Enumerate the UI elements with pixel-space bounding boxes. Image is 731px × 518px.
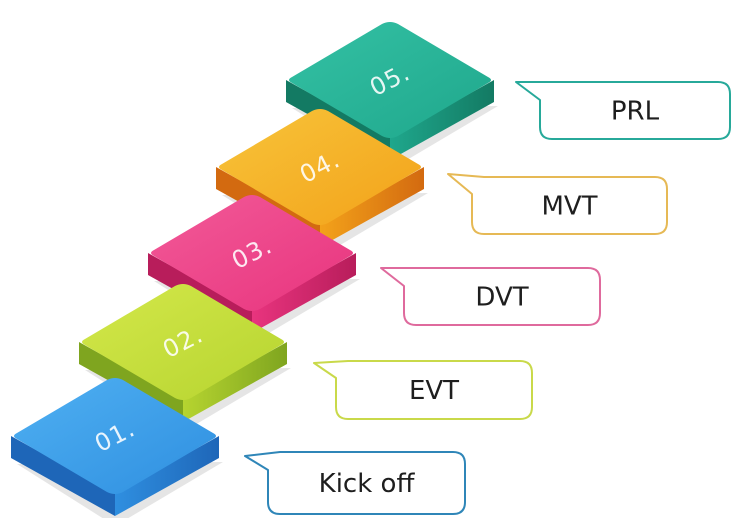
callout-kick-off: Kick off	[244, 451, 466, 515]
callout-label: MVT	[541, 192, 597, 222]
callout-evt: EVT	[313, 360, 533, 420]
callout-prl: PRL	[515, 81, 731, 140]
callout-box	[447, 173, 668, 235]
step-tile-1: 01.	[11, 378, 223, 518]
callout-label: DVT	[475, 283, 528, 313]
tile-right-side	[390, 80, 494, 160]
callout-box	[515, 81, 731, 140]
callout-dvt: DVT	[380, 267, 601, 326]
tile-right-side	[183, 342, 287, 422]
callout-box	[313, 360, 533, 420]
tile-right-side	[252, 253, 356, 333]
tile-top-face	[219, 109, 421, 225]
callout-box	[380, 267, 601, 326]
step-tile-2: 02.	[79, 284, 291, 432]
tile-top-face	[289, 22, 491, 138]
tile-top-face	[14, 378, 216, 494]
callout-box	[244, 451, 466, 515]
callout-label: Kick off	[319, 469, 416, 499]
callout-label: PRL	[611, 97, 660, 127]
callout-mvt: MVT	[447, 173, 668, 235]
tile-top-face	[151, 195, 353, 311]
tile-right-side	[115, 436, 219, 516]
callout-label: EVT	[409, 376, 459, 406]
tile-left-side	[11, 436, 115, 516]
tile-top-face	[82, 284, 284, 400]
tile-right-side	[320, 167, 424, 247]
